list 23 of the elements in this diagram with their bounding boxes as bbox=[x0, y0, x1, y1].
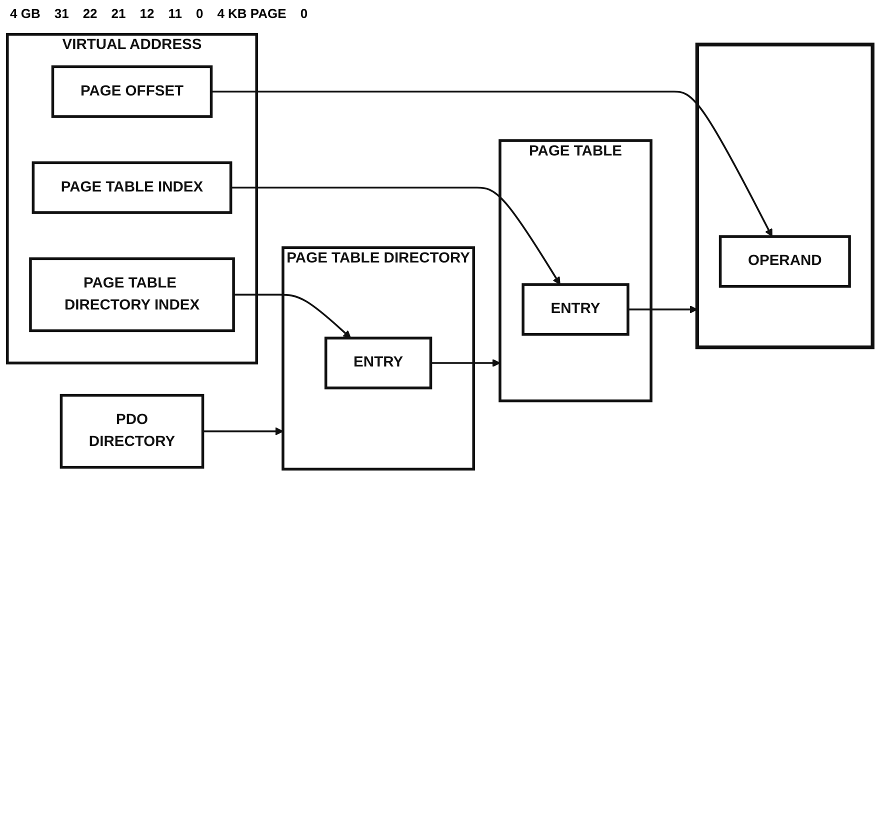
arrow bbox=[211, 90, 772, 237]
node-box: PDO DIRECTORY bbox=[60, 394, 204, 469]
node-box: PAGE TABLE DIRECTORY INDEX bbox=[29, 257, 235, 332]
cluster bbox=[695, 42, 874, 350]
node-box: PAGE OFFSET bbox=[51, 65, 213, 118]
node-box: ENTRY bbox=[324, 336, 432, 390]
label-text: 4 KB PAGE bbox=[217, 6, 286, 21]
arrow bbox=[230, 186, 560, 285]
label-text: 31 bbox=[54, 6, 69, 21]
arrow bbox=[430, 358, 500, 368]
label-text: 21 bbox=[111, 6, 126, 21]
label-text: 0 bbox=[300, 6, 308, 21]
label-text: 12 bbox=[140, 6, 154, 21]
label-text: 4 GB bbox=[10, 6, 40, 21]
node-box: PAGE TABLE INDEX bbox=[32, 161, 232, 214]
label-text: 22 bbox=[82, 6, 98, 21]
arrow bbox=[202, 427, 284, 436]
node-box: OPERAND bbox=[718, 235, 851, 288]
label-text: 0 bbox=[196, 6, 204, 21]
arrow bbox=[234, 294, 352, 338]
label-text: 11 bbox=[168, 6, 182, 21]
node-box: ENTRY bbox=[522, 283, 630, 336]
arrow bbox=[628, 305, 698, 314]
